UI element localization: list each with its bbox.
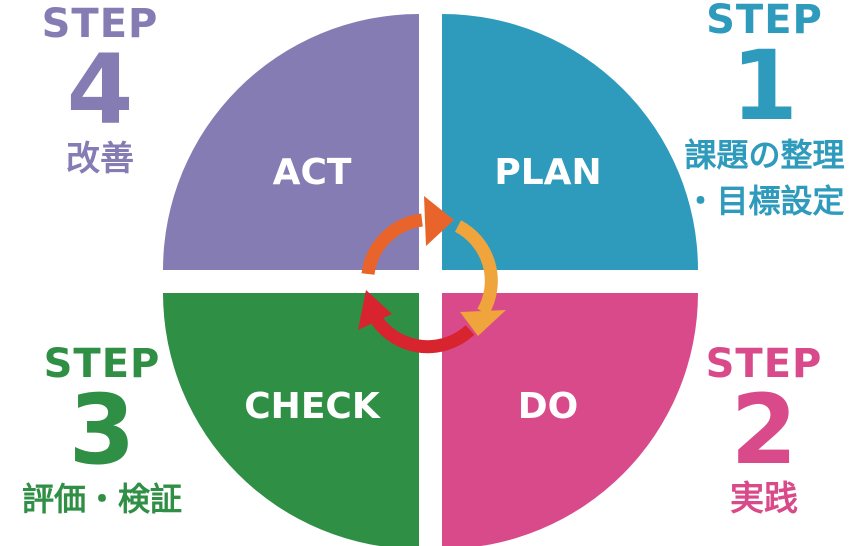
step2-word: STEP [705, 341, 823, 387]
step1-number: 1 [731, 30, 798, 142]
step3-number: 3 [68, 374, 136, 486]
step4-number: 4 [66, 34, 134, 146]
step4-word: STEP [41, 1, 159, 47]
cycle-arrow-red [366, 308, 475, 354]
step2-desc: 実践 [730, 479, 798, 519]
step1-block: STEP 1 課題の整理 ・目標設定 [668, 0, 861, 224]
cycle-arrowhead-red [358, 290, 392, 330]
plan-quadrant [442, 14, 698, 270]
cycle-arrowhead-yellow [460, 310, 506, 336]
step3-block: STEP 3 評価・検証 [4, 344, 200, 522]
do-label: DO [518, 386, 579, 427]
step1-word: STEP [706, 0, 823, 43]
step1-desc: 課題の整理 ・目標設定 [684, 136, 845, 220]
step4-block: STEP 4 改善 [10, 4, 190, 182]
step3-word: STEP [43, 341, 161, 387]
check-quadrant [163, 293, 419, 546]
plan-label: PLAN [494, 152, 601, 193]
cycle-arrow-orange [361, 213, 424, 276]
step2-block: STEP 2 実践 [678, 344, 850, 522]
act-quadrant [163, 14, 419, 270]
cycle-arrow-icon [358, 196, 506, 354]
step2-number: 2 [730, 374, 798, 486]
check-label: CHECK [244, 386, 381, 427]
cycle-arrow-yellow [454, 220, 498, 316]
cycle-arrowhead-orange [424, 196, 454, 246]
do-quadrant [442, 293, 698, 546]
step4-desc: 改善 [66, 139, 134, 179]
act-label: ACT [273, 152, 352, 193]
step3-desc: 評価・検証 [21, 480, 182, 518]
